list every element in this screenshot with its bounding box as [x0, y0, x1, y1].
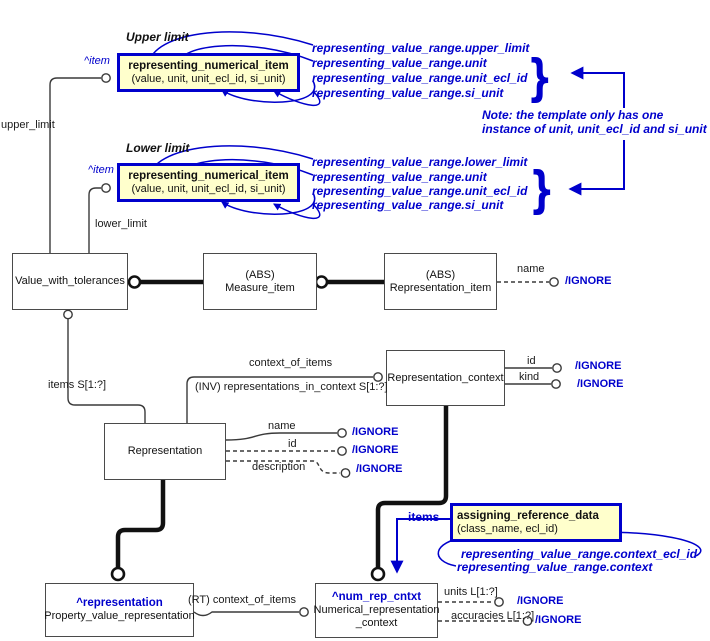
template-attrs: (value, unit, unit_ecl_id, si_unit) [131, 182, 286, 195]
thick-relationship-lines [115, 279, 449, 567]
lower-limit-caption: Lower limit [126, 141, 190, 155]
lower-ref-line: representing_value_range.unit [312, 170, 487, 184]
representation-description-line [226, 460, 340, 474]
upper-brace: } [527, 49, 553, 107]
ignore-label: /IGNORE [352, 426, 399, 438]
upper-item-anchor: ^item [84, 55, 110, 67]
thin-relationship-lines [49, 77, 552, 622]
lower-brace: } [529, 161, 555, 219]
ignore-label: /IGNORE [517, 595, 564, 607]
upper-limit-edge-label: upper_limit [1, 119, 55, 131]
ignore-label: /IGNORE [565, 275, 612, 287]
upper-limit-line [49, 77, 101, 253]
entity-box-measure-item: (ABS) Measure_item [203, 253, 317, 310]
entity-label: Representation_item [389, 281, 492, 294]
template-box-assigning-reference-data: assigning_reference_data (class_name, ec… [450, 503, 622, 542]
ignore-label: /IGNORE [535, 614, 582, 626]
id-edge-label: id [527, 355, 536, 367]
upper-ref-line: representing_value_range.unit [312, 56, 487, 70]
lower-ref-line: representing_value_range.si_unit [312, 198, 504, 212]
id-edge-label: id [288, 438, 297, 450]
units-edge-label: units L[1:?] [444, 586, 498, 598]
upper-ref-line: representing_value_range.unit_ecl_id [312, 71, 528, 85]
lower-ref-line: representing_value_range.unit_ecl_id [312, 184, 528, 198]
entity-stereotype: (ABS) [245, 268, 275, 281]
note-line1: Note: the template only has one [482, 108, 664, 122]
template-box-lower-representing-numerical-item: representing_numerical_item (value, unit… [117, 163, 300, 202]
items-set-edge-label: items S[1:?] [48, 379, 107, 391]
small-connector-circles [63, 73, 562, 626]
template-box-upper-representing-numerical-item: representing_numerical_item (value, unit… [117, 53, 300, 92]
assigning-ref-line: representing_value_range.context_ecl_id [461, 547, 698, 561]
entity-label-line2: _context [355, 617, 398, 629]
entity-box-representation-context: Representation_context [386, 350, 505, 406]
template-title: representing_numerical_item [128, 169, 289, 182]
upper-ref-line: representing_value_range.si_unit [312, 86, 504, 100]
rt-context-line [193, 611, 299, 617]
ignore-label: /IGNORE [577, 378, 624, 390]
context-of-items-edge-label: context_of_items [249, 357, 333, 369]
template-title: assigning_reference_data [457, 509, 599, 522]
note-arrows [568, 66, 625, 196]
context-of-items-line [186, 376, 373, 423]
upper-ref-line: representing_value_range.upper_limit [312, 41, 530, 55]
representation-name-line [225, 432, 337, 441]
entity-box-numerical-representation-context: ^num_rep_cntxt Numerical_representation … [313, 583, 440, 638]
entity-stereotype: (ABS) [425, 268, 456, 281]
lower-limit-edge-label: lower_limit [95, 218, 147, 230]
items-anchor-label: items [408, 510, 440, 524]
inv-representations-edge-label: (INV) representations_in_context S[1:?] [195, 381, 388, 393]
template-attrs: (value, unit, unit_ecl_id, si_unit) [131, 72, 286, 85]
lower-ref-line: representing_value_range.lower_limit [312, 155, 528, 169]
items-arrow [390, 518, 452, 574]
name-edge-label: name [517, 263, 545, 275]
entity-box-representation: Representation [104, 423, 226, 480]
kind-edge-label: kind [519, 371, 540, 383]
entity-label: Property_value_representation [44, 610, 195, 622]
entity-anchor-label: ^num_rep_cntxt [331, 591, 422, 603]
upper-limit-caption: Upper limit [126, 30, 189, 44]
assigning-ref-line: representing_value_range.context [457, 560, 653, 574]
rt-context-edge-label: (RT) context_of_items [188, 594, 297, 606]
note-line2: instance of unit, unit_ecl_id and si_uni… [482, 122, 707, 136]
entity-box-property-value-representation: ^representation Property_value_represent… [44, 583, 195, 637]
template-attrs: (class_name, ecl_id) [457, 522, 558, 535]
template-title: representing_numerical_item [128, 59, 289, 72]
entity-box-value-with-tolerances: Value_with_tolerances [12, 253, 128, 310]
ignore-label: /IGNORE [356, 463, 403, 475]
description-edge-label: description [252, 461, 306, 473]
entity-anchor-label: ^representation [76, 597, 163, 609]
lower-limit-line [88, 187, 101, 253]
thick-connector-circles [110, 275, 386, 582]
entity-label: Representation [127, 445, 203, 457]
items-line [67, 319, 146, 423]
entity-label: Measure_item [225, 281, 295, 294]
lower-item-anchor: ^item [88, 164, 114, 176]
accuracies-edge-label: accuracies L[1:?] [451, 610, 535, 622]
entity-label: Value_with_tolerances [15, 275, 125, 287]
ignore-label: /IGNORE [575, 360, 622, 372]
name-edge-label: name [268, 420, 296, 432]
entity-box-representation-item: (ABS) Representation_item [384, 253, 497, 310]
entity-label: Representation_context [387, 371, 504, 384]
ignore-label: /IGNORE [352, 444, 399, 456]
entity-label-line1: Numerical_representation [313, 604, 440, 616]
